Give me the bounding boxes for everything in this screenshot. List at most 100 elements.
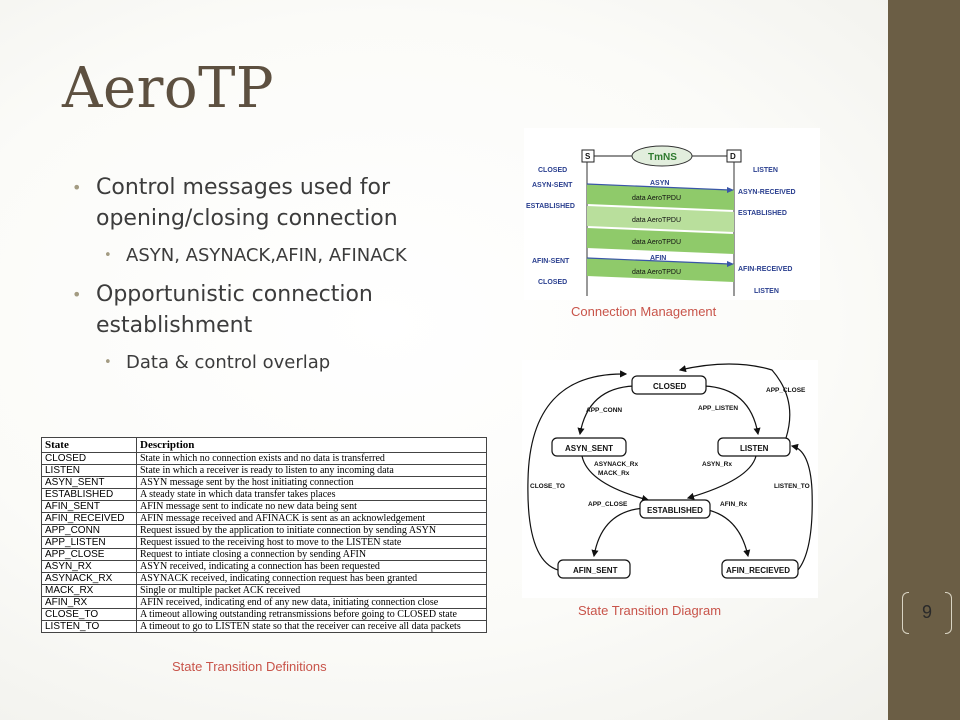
right-state-listen-end: LISTEN [754, 288, 779, 295]
sidebar-bar [888, 0, 960, 720]
band-4-ctrl: AFIN [650, 255, 666, 262]
description-cell: A steady state in which data transfer ta… [136, 488, 487, 501]
header-description: Description [136, 437, 487, 453]
edge-listen-to [790, 443, 813, 571]
band-2-data: data AeroTPDU [632, 217, 681, 224]
state-afin-recieved: AFIN_RECIEVED [726, 566, 790, 575]
state-cell: MACK_RX [41, 584, 137, 597]
slide-title: AeroTP [62, 56, 275, 121]
state-afin-recieved-box [721, 559, 799, 579]
table-header-row: State Description [41, 437, 487, 453]
sub-bullet-message-names: ASYN, ASYNACK,AFIN, AFINACK [104, 242, 432, 269]
description-cell: ASYN message sent by the host initiating… [136, 476, 487, 489]
asyn-arrowhead [727, 187, 734, 193]
label-listen-to: LISTEN_TO [774, 483, 810, 490]
state-cell: ASYN_RX [41, 560, 137, 573]
description-cell: Request issued by the application to ini… [136, 524, 487, 537]
right-state-asyn-received: ASYN-RECEIVED [738, 189, 796, 196]
state-listen-box [717, 437, 791, 457]
label-afin-rx: AFIN_Rx [720, 501, 747, 508]
edge-listen-closed [678, 363, 791, 439]
label-asyn-rx: ASYN_Rx [702, 461, 732, 468]
state-cell: APP_CLOSE [41, 548, 137, 561]
state-cell: LISTEN_TO [41, 620, 137, 633]
edge-established-afin-sent [591, 507, 647, 558]
description-cell: AFIN message sent to indicate no new dat… [136, 500, 487, 513]
description-cell: Single or multiple packet ACK received [136, 584, 487, 597]
description-cell: Request issued to the receiving host to … [136, 536, 487, 549]
state-diagram-caption: State Transition Diagram [578, 603, 722, 618]
edge-closed-asyn-sent [577, 385, 635, 436]
state-established-box [639, 499, 711, 519]
state-cell: LISTEN [41, 464, 137, 477]
definitions-caption: State Transition Definitions [172, 659, 327, 674]
source-label: S [585, 152, 591, 161]
afin-arrowhead [727, 261, 734, 267]
edge-asyn-sent-established [581, 455, 650, 502]
state-cell: APP_LISTEN [41, 536, 137, 549]
left-state-afin-sent: AFIN-SENT [532, 258, 570, 265]
state-asyn-sent: ASYN_SENT [565, 444, 613, 453]
bullet-opportunistic: Opportunistic connection establishment [72, 279, 432, 341]
bullet-control-messages: Control messages used for opening/closin… [72, 172, 432, 234]
description-cell: State in which no connection exists and … [136, 452, 487, 465]
page-number: 9 [902, 592, 952, 634]
band-3 [587, 228, 734, 254]
afin-arrow [586, 257, 731, 265]
state-afin-sent: AFIN_SENT [573, 566, 618, 575]
state-closed-box [631, 375, 707, 395]
label-app-close-mid: APP_CLOSE [588, 501, 628, 508]
tmns-label: TmNS [648, 152, 677, 163]
description-cell: AFIN received, indicating end of any new… [136, 596, 487, 609]
band-3-data: data AeroTPDU [632, 239, 681, 246]
band-4-data: data AeroTPDU [632, 269, 681, 276]
right-state-established: ESTABLISHED [738, 210, 787, 217]
description-cell: A timeout allowing outstanding retransmi… [136, 608, 487, 621]
band-4 [587, 258, 734, 282]
description-cell: AFIN message received and AFINACK is sen… [136, 512, 487, 525]
left-state-asyn-sent: ASYN-SENT [532, 182, 573, 189]
edge-closed-listen [703, 385, 761, 436]
label-close-to: CLOSE_TO [530, 483, 565, 490]
connection-figure-svg: S D TmNS ASYN data AeroTPDU data AeroTPD… [526, 145, 796, 296]
state-afin-sent-box [557, 559, 631, 579]
label-mack-rx: MACK_Rx [598, 470, 630, 477]
state-cell: CLOSED [41, 452, 137, 465]
description-cell: Request to intiate closing a connection … [136, 548, 487, 561]
description-cell: State in which a receiver is ready to li… [136, 464, 487, 477]
state-listen: LISTEN [740, 444, 769, 453]
state-cell: AFIN_RECEIVED [41, 512, 137, 525]
state-diagram-svg: CLOSED ASYN_SENT LISTEN ESTABLISHED AFIN… [527, 363, 813, 579]
band-1-data: data AeroTPDU [632, 195, 681, 202]
bullet-list: Control messages used for opening/closin… [72, 172, 432, 386]
description-cell: A timeout to go to LISTEN state so that … [136, 620, 487, 633]
state-cell: APP_CONN [41, 524, 137, 537]
label-asynack-rx: ASYNACK_Rx [594, 461, 638, 468]
band-1 [587, 184, 734, 210]
connection-figure: S D TmNS ASYN data AeroTPDU data AeroTPD… [524, 128, 820, 300]
left-state-established: ESTABLISHED [526, 203, 575, 210]
state-cell: ASYN_SENT [41, 476, 137, 489]
state-cell: ASYNACK_RX [41, 572, 137, 585]
state-diagram: CLOSED ASYN_SENT LISTEN ESTABLISHED AFIN… [522, 360, 818, 598]
label-app-listen: APP_LISTEN [698, 405, 738, 412]
description-cell: ASYN received, indicating a connection h… [136, 560, 487, 573]
state-cell: AFIN_SENT [41, 500, 137, 513]
label-app-close-top: APP_CLOSE [766, 387, 806, 394]
edge-listen-established [686, 455, 757, 500]
edge-close-to [527, 370, 628, 571]
